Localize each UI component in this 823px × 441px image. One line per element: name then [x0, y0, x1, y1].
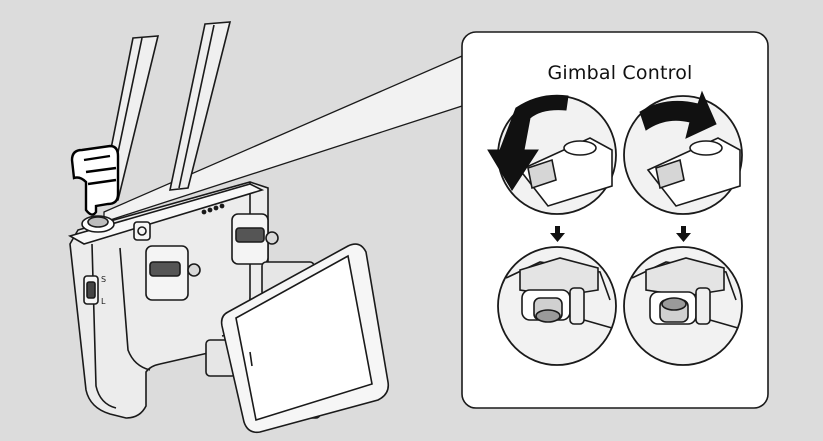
down-arrow-icon-right: [676, 226, 691, 242]
mobile-phone: [220, 243, 390, 434]
gimbal-tilted-up-diagram: [623, 246, 743, 366]
callout-panel: [461, 31, 769, 409]
callout-beam: [103, 55, 463, 223]
callout-title: Gimbal Control: [547, 62, 693, 84]
tilt-down-arrow-icon: [487, 94, 569, 191]
antenna-right: [168, 21, 232, 191]
switch-label-l: L: [101, 297, 106, 306]
hand-pointer-icon: [70, 144, 120, 216]
down-arrow-icon: [550, 226, 565, 242]
controller-body: [67, 181, 279, 419]
gimbal-tilted-down-diagram: [497, 246, 617, 366]
tilt-up-arrow-icon: [639, 90, 717, 139]
switch-label-s: S: [101, 275, 106, 284]
